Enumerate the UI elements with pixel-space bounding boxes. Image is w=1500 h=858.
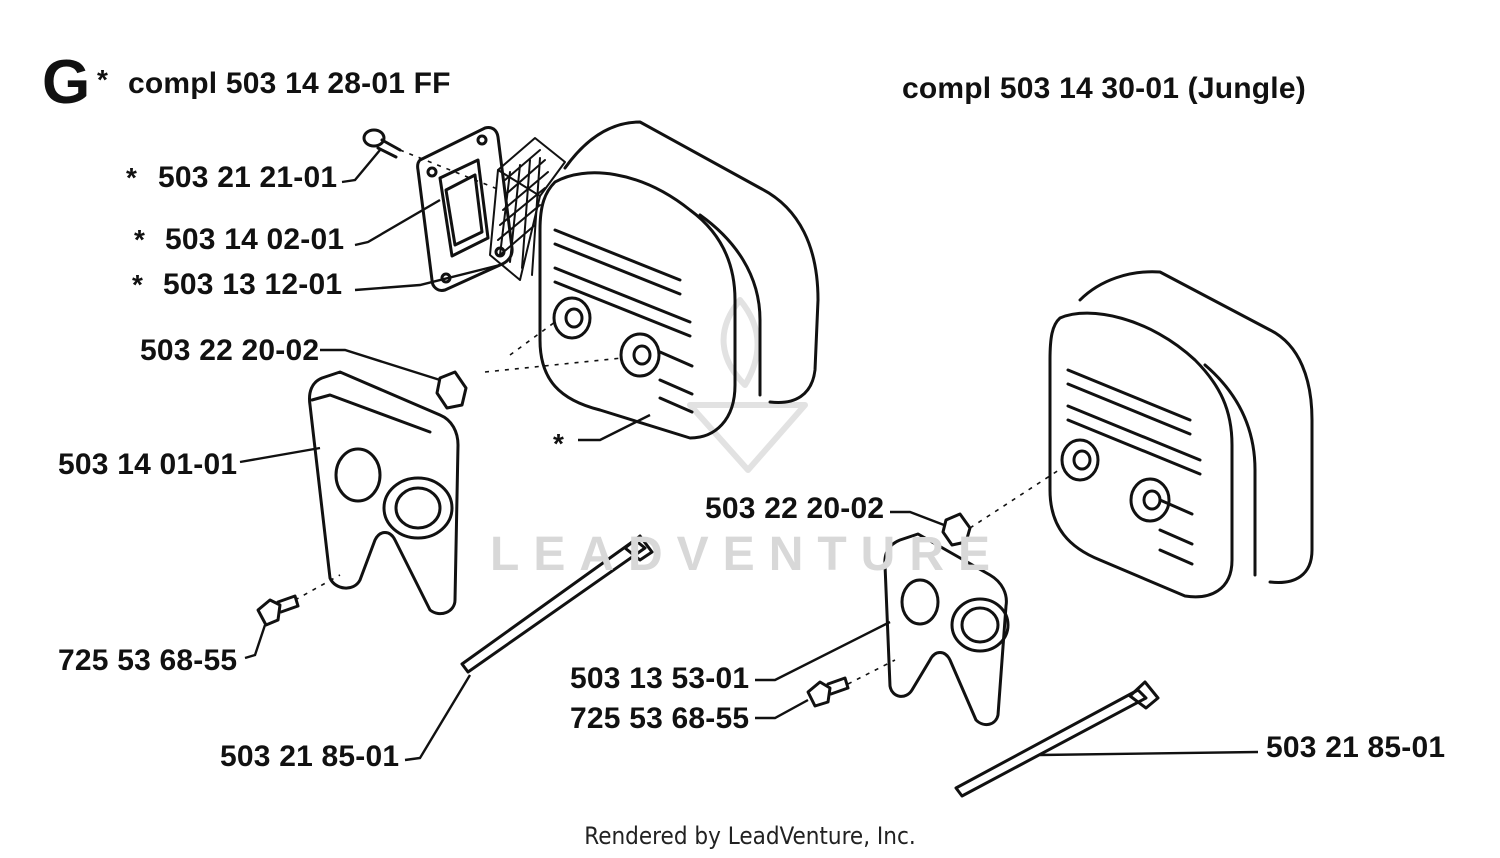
nut-left: [435, 370, 468, 410]
part-label-screw-left[interactable]: 725 53 68-55: [58, 644, 238, 677]
star-cover-plate: *: [134, 224, 145, 255]
part-label-screw-top[interactable]: 503 21 21-01: [158, 161, 338, 194]
part-label-gasket-left[interactable]: 503 14 01-01: [58, 448, 238, 481]
screw-top-left: [362, 128, 402, 159]
footer-credit: Rendered by LeadVenture, Inc.: [584, 822, 916, 850]
part-label-nut-right[interactable]: 503 22 20-02: [705, 492, 885, 525]
part-label-cover-plate[interactable]: 503 14 02-01: [165, 223, 345, 256]
watermark-logo-icon: [687, 297, 808, 473]
part-label-nut-left[interactable]: 503 22 20-02: [140, 334, 320, 367]
part-label-screw-right[interactable]: 725 53 68-55: [570, 702, 750, 735]
bolt-right: [954, 680, 1160, 798]
star-spark-screen: *: [132, 269, 143, 300]
muffler-right: [1048, 270, 1314, 599]
star-muffler-left: *: [553, 428, 564, 459]
axis-lines: [294, 149, 1063, 685]
part-label-gasket-right[interactable]: 503 13 53-01: [570, 662, 750, 695]
screw-right: [806, 676, 850, 708]
gasket-left: [308, 370, 460, 616]
nut-right: [941, 512, 972, 547]
gasket-right: [883, 532, 1010, 727]
watermark-text: LEADVENTURE: [490, 528, 1005, 581]
bolt-left: [460, 534, 654, 674]
part-label-bolt-left[interactable]: 503 21 85-01: [220, 740, 400, 773]
part-label-bolt-right[interactable]: 503 21 85-01: [1266, 731, 1446, 764]
screw-bottom-left: [256, 594, 300, 627]
spark-screen-left: [489, 137, 566, 281]
part-label-spark-screen[interactable]: 503 13 12-01: [163, 268, 343, 301]
leader-lines: [239, 149, 1259, 762]
section-star: *: [97, 64, 108, 95]
assembly-left-title: compl 503 14 28-01 FF: [128, 67, 451, 100]
muffler-left: [538, 120, 820, 440]
star-screw-top: *: [126, 162, 137, 193]
section-letter: G: [42, 48, 91, 117]
assembly-right-title: compl 503 14 30-01 (Jungle): [902, 72, 1306, 105]
